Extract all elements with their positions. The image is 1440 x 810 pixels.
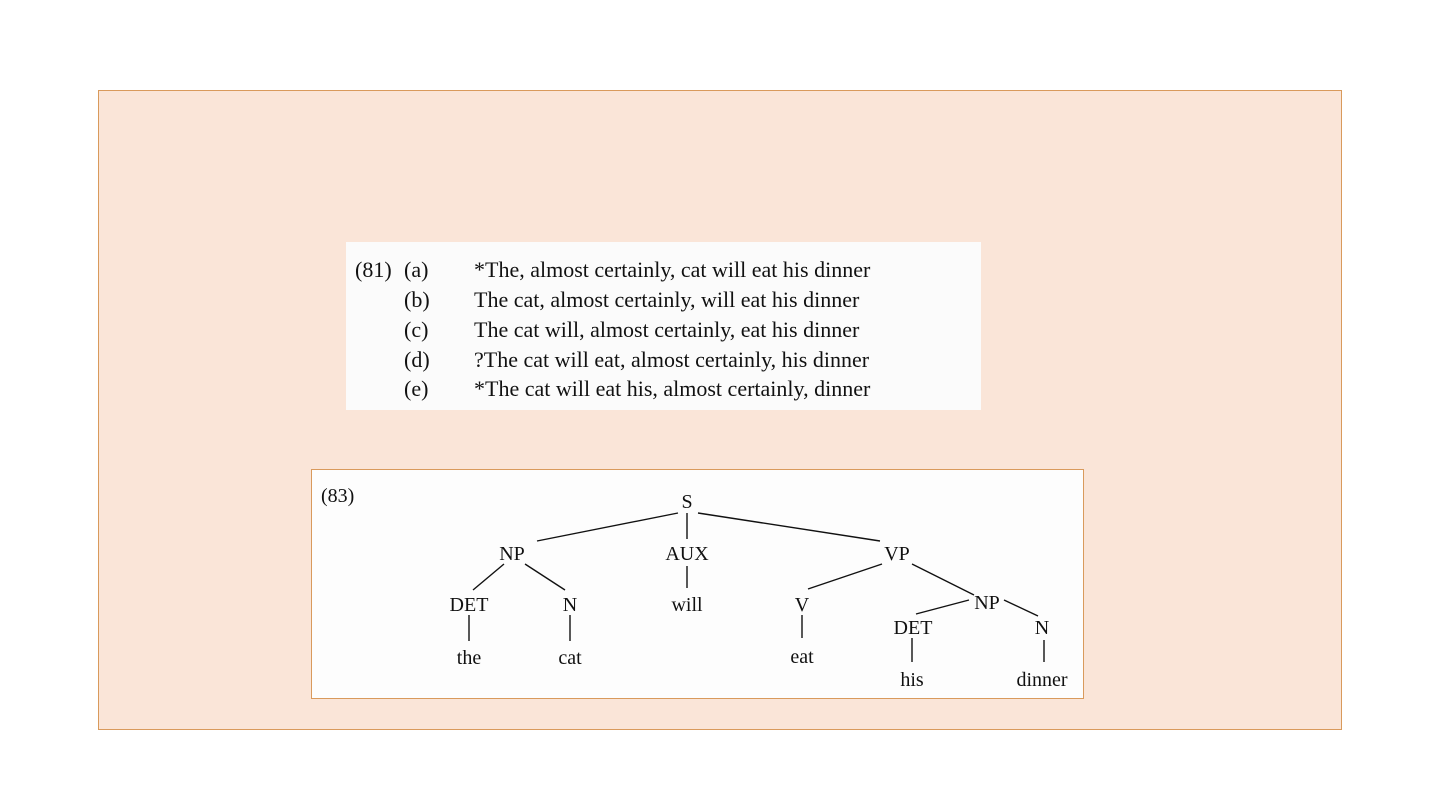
edge-np-n bbox=[524, 563, 566, 591]
syntax-tree-figure: (83) S NP AUX VP DET N will V NP the cat… bbox=[311, 469, 1084, 699]
example-label-c: (c) bbox=[404, 317, 429, 342]
node-v: V bbox=[795, 594, 810, 616]
edge-vp-v bbox=[807, 563, 883, 590]
tree-number: (83) bbox=[321, 485, 354, 507]
edge-s-np bbox=[536, 512, 679, 542]
edge-s-vp bbox=[697, 512, 881, 542]
edge-np-det bbox=[472, 563, 505, 591]
node-vp: VP bbox=[884, 543, 910, 565]
example-sentence-d: ?The cat will eat, almost certainly, his… bbox=[474, 347, 870, 372]
word-dinner: dinner bbox=[1016, 669, 1067, 691]
node-np-object: NP bbox=[974, 592, 1000, 614]
node-n-object: N bbox=[1035, 617, 1049, 639]
example-sentence-a: *The, almost certainly, cat will eat his… bbox=[474, 257, 871, 282]
word-eat: eat bbox=[790, 646, 814, 668]
example-sentence-b: The cat, almost certainly, will eat his … bbox=[474, 287, 860, 312]
node-s: S bbox=[681, 491, 692, 513]
node-aux: AUX bbox=[665, 543, 709, 565]
node-n: N bbox=[563, 594, 577, 616]
word-cat: cat bbox=[558, 647, 582, 669]
edge-vp-np bbox=[911, 563, 975, 596]
example-label-a: (a) bbox=[404, 257, 429, 282]
word-the: the bbox=[457, 647, 482, 669]
node-det-object: DET bbox=[894, 617, 933, 639]
edge-np-n2 bbox=[1003, 599, 1039, 617]
edge-np-det2 bbox=[915, 599, 970, 615]
node-det: DET bbox=[450, 594, 489, 616]
example-label-b: (b) bbox=[404, 287, 430, 312]
example-label-d: (d) bbox=[404, 347, 430, 372]
example-sentences-figure: (81) (a) *The, almost certainly, cat wil… bbox=[346, 242, 981, 410]
example-sentence-c: The cat will, almost certainly, eat his … bbox=[474, 317, 860, 342]
node-np: NP bbox=[499, 543, 525, 565]
example-sentence-e: *The cat will eat his, almost certainly,… bbox=[474, 376, 871, 401]
example-label-e: (e) bbox=[404, 376, 429, 401]
word-his: his bbox=[900, 669, 924, 691]
syntax-tree-svg: (83) S NP AUX VP DET N will V NP the cat… bbox=[321, 485, 1068, 691]
node-will: will bbox=[671, 594, 703, 616]
example-number: (81) bbox=[355, 257, 392, 282]
